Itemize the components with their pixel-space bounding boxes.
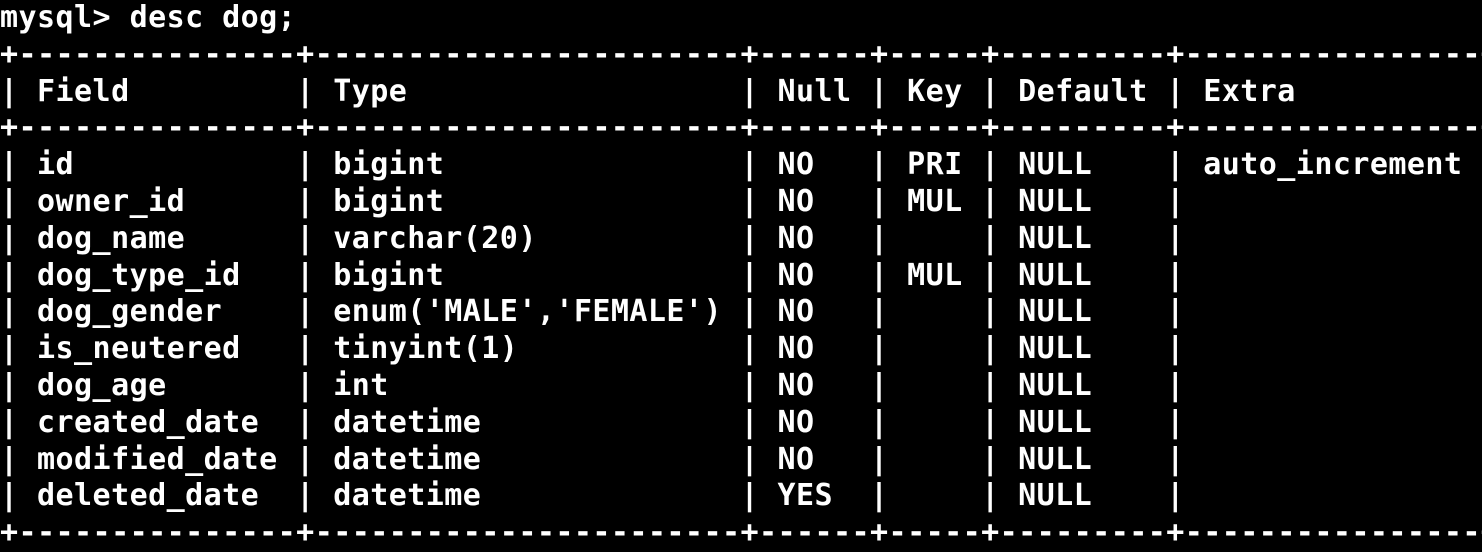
desc-dog-output-table: +---------------+-----------------------…: [0, 36, 1482, 551]
mysql-prompt: mysql>: [0, 0, 130, 35]
mysql-command: desc dog;: [129, 0, 297, 35]
mysql-prompt-line: mysql> desc dog;: [0, 0, 1482, 37]
